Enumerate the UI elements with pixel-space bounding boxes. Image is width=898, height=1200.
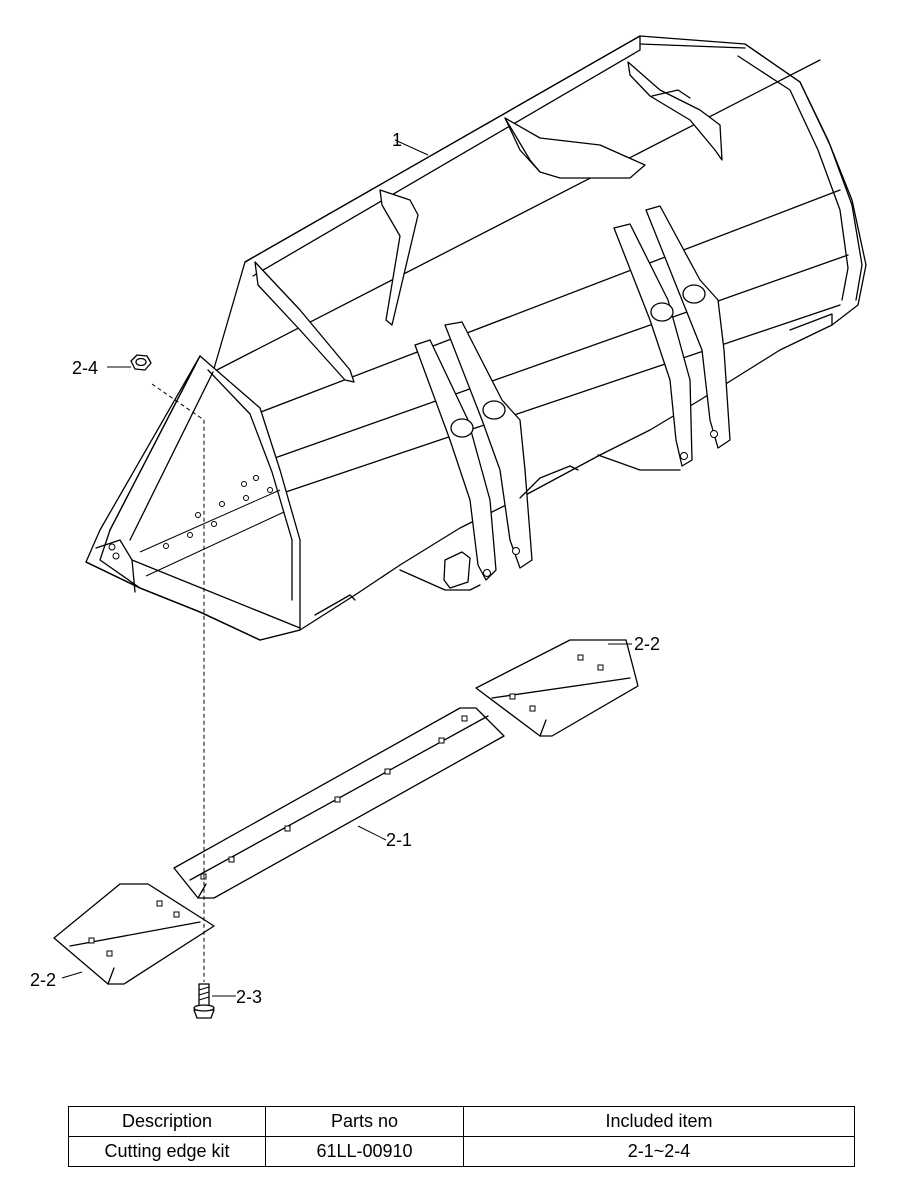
cutting-edge-bolt-holes: [108, 475, 273, 560]
top-guard-4: [627, 61, 723, 161]
front-stopper: [443, 551, 471, 589]
mount-bracket-rear-left: [613, 223, 693, 467]
assembly-center-line: [151, 383, 205, 982]
mount-bracket-rear-right: [645, 205, 731, 449]
callout-2-3: 2-3: [236, 987, 262, 1007]
bucket-side-plate: [99, 355, 301, 641]
bucket-assembly: [85, 35, 867, 641]
cell-description: Cutting edge kit: [68, 1136, 266, 1167]
top-guard-2: [379, 189, 419, 326]
mount-bracket-front-left: [414, 339, 497, 581]
mount-bracket-front-right: [444, 321, 533, 569]
cell-included-item: 2-1~2-4: [463, 1136, 855, 1167]
bolt-icon: [193, 983, 215, 1019]
callout-2-4: 2-4: [72, 358, 98, 378]
nut-icon: [130, 354, 152, 371]
callout-2-2-left: 2-2: [30, 970, 56, 990]
callout-2-1: 2-1: [386, 830, 412, 850]
header-description: Description: [68, 1106, 266, 1137]
parts-table-header: Description Parts no Included item: [68, 1106, 855, 1137]
table-row: Cutting edge kit 61LL-00910 2-1~2-4: [68, 1136, 855, 1167]
header-included-item: Included item: [463, 1106, 855, 1137]
callout-2-2-right: 2-2: [634, 634, 660, 654]
callout-1: 1: [392, 130, 402, 150]
top-guard-3: [504, 117, 646, 179]
parts-table: Description Parts no Included item Cutti…: [68, 1106, 855, 1167]
top-guard-1: [254, 261, 355, 383]
cutting-edge-center: [173, 707, 505, 899]
header-parts-no: Parts no: [265, 1106, 464, 1137]
cell-parts-no: 61LL-00910: [265, 1136, 464, 1167]
end-bit-right: [475, 639, 639, 737]
end-bit-left: [53, 883, 215, 985]
exploded-parts-diagram: 1 2-4 2-2 2-1 2-2 2-3: [30, 35, 867, 1019]
